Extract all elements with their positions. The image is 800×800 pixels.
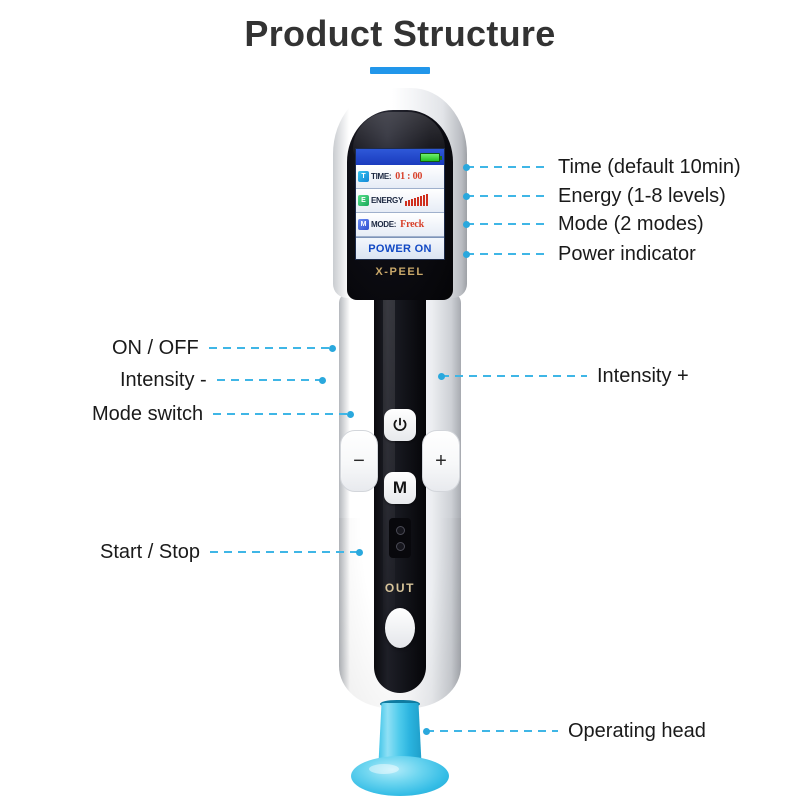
energy-bar	[423, 195, 425, 206]
callout-intensity-plus-dot	[438, 372, 445, 380]
callout-time-line	[463, 163, 548, 171]
energy-icon: E	[358, 195, 369, 206]
power-button[interactable]	[384, 409, 416, 441]
callout-intensity-minus: Intensity -	[120, 369, 326, 391]
title-underline	[370, 67, 430, 74]
callout-on-off: ON / OFF	[112, 337, 336, 359]
callout-energy-dot	[463, 192, 470, 200]
callout-power-indicator-label: Power indicator	[558, 243, 696, 265]
callout-operating-head: Operating head	[423, 720, 706, 742]
callout-intensity-minus-dot	[318, 376, 326, 384]
start-stop-button[interactable]	[385, 608, 415, 648]
callout-intensity-plus: Intensity +	[438, 365, 689, 387]
callout-start-stop: Start / Stop	[100, 541, 364, 563]
sensor-window	[389, 518, 411, 558]
out-label: OUT	[384, 581, 416, 595]
callout-time-label: Time (default 10min)	[558, 156, 741, 178]
energy-bar	[408, 200, 410, 206]
energy-level-bars	[405, 194, 428, 206]
callout-time-dot	[463, 163, 470, 171]
brand-label: X-PEEL	[375, 266, 425, 278]
page-title: Product Structure	[244, 13, 556, 54]
callout-energy-label: Energy (1-8 levels)	[558, 185, 726, 207]
callout-operating-head-line	[423, 727, 558, 735]
power-status-text: POWER ON	[368, 242, 432, 255]
intensity-plus-button[interactable]: +	[422, 430, 460, 492]
callout-start-stop-label: Start / Stop	[100, 541, 201, 563]
energy-label: ENERGY	[371, 196, 403, 205]
power-icon	[393, 417, 407, 432]
time-label: TIME:	[371, 172, 392, 181]
callout-mode-dot	[463, 220, 470, 228]
callout-intensity-plus-line	[438, 372, 587, 380]
battery-icon	[420, 152, 442, 162]
callout-energy: Energy (1-8 levels)	[463, 185, 726, 207]
callout-power-indicator: Power indicator	[463, 243, 696, 265]
screen-row-mode: M MODE: Freck	[356, 213, 444, 237]
energy-bar	[426, 194, 428, 206]
screen-row-time: T TIME: 01 : 00	[356, 165, 444, 189]
callout-energy-line	[463, 192, 548, 200]
time-value: 01 : 00	[395, 171, 423, 182]
lcd-screen: T TIME: 01 : 00 E ENERGY M MODE: Freck P…	[355, 148, 445, 260]
energy-bar	[414, 198, 416, 206]
mode-icon: M	[358, 219, 369, 230]
energy-bar	[405, 201, 407, 206]
screen-row-energy: E ENERGY	[356, 189, 444, 213]
callout-mode-label: Mode (2 modes)	[558, 213, 704, 235]
time-icon: T	[358, 171, 369, 182]
callout-mode-switch-line	[213, 410, 355, 418]
callout-mode-switch-dot	[347, 410, 355, 418]
callout-mode-line	[463, 220, 548, 228]
operating-head-base	[351, 756, 449, 796]
callout-time: Time (default 10min)	[463, 156, 741, 178]
callout-mode-switch-label: Mode switch	[92, 403, 204, 425]
energy-bar	[420, 196, 422, 206]
callout-power-indicator-dot	[463, 250, 470, 258]
callout-on-off-line	[208, 344, 336, 352]
mode-button[interactable]: M	[384, 472, 416, 504]
mode-value: Freck	[400, 219, 424, 230]
callout-intensity-minus-line	[216, 376, 326, 384]
callout-operating-head-label: Operating head	[568, 720, 706, 742]
sensor-dot-lower	[395, 541, 405, 551]
title-block: Product Structure	[0, 10, 800, 74]
callout-intensity-plus-label: Intensity +	[597, 365, 689, 387]
energy-bar	[411, 199, 413, 206]
callout-start-stop-dot	[356, 548, 364, 556]
callout-on-off-dot	[328, 344, 336, 352]
callout-intensity-minus-label: Intensity -	[120, 369, 207, 391]
device-illustration: T TIME: 01 : 00 E ENERGY M MODE: Freck P…	[333, 88, 467, 796]
callout-mode-switch: Mode switch	[92, 403, 355, 425]
sensor-dot-upper	[395, 525, 405, 535]
callout-mode: Mode (2 modes)	[463, 213, 704, 235]
intensity-minus-button[interactable]: −	[340, 430, 378, 492]
power-status-bar: POWER ON	[356, 237, 444, 259]
mode-label: MODE:	[371, 220, 397, 229]
callout-start-stop-line	[210, 548, 364, 556]
callout-power-indicator-line	[463, 250, 548, 258]
callout-on-off-label: ON / OFF	[112, 337, 199, 359]
energy-bar	[417, 197, 419, 206]
screen-status-bar	[356, 149, 444, 165]
callout-operating-head-dot	[423, 727, 430, 735]
